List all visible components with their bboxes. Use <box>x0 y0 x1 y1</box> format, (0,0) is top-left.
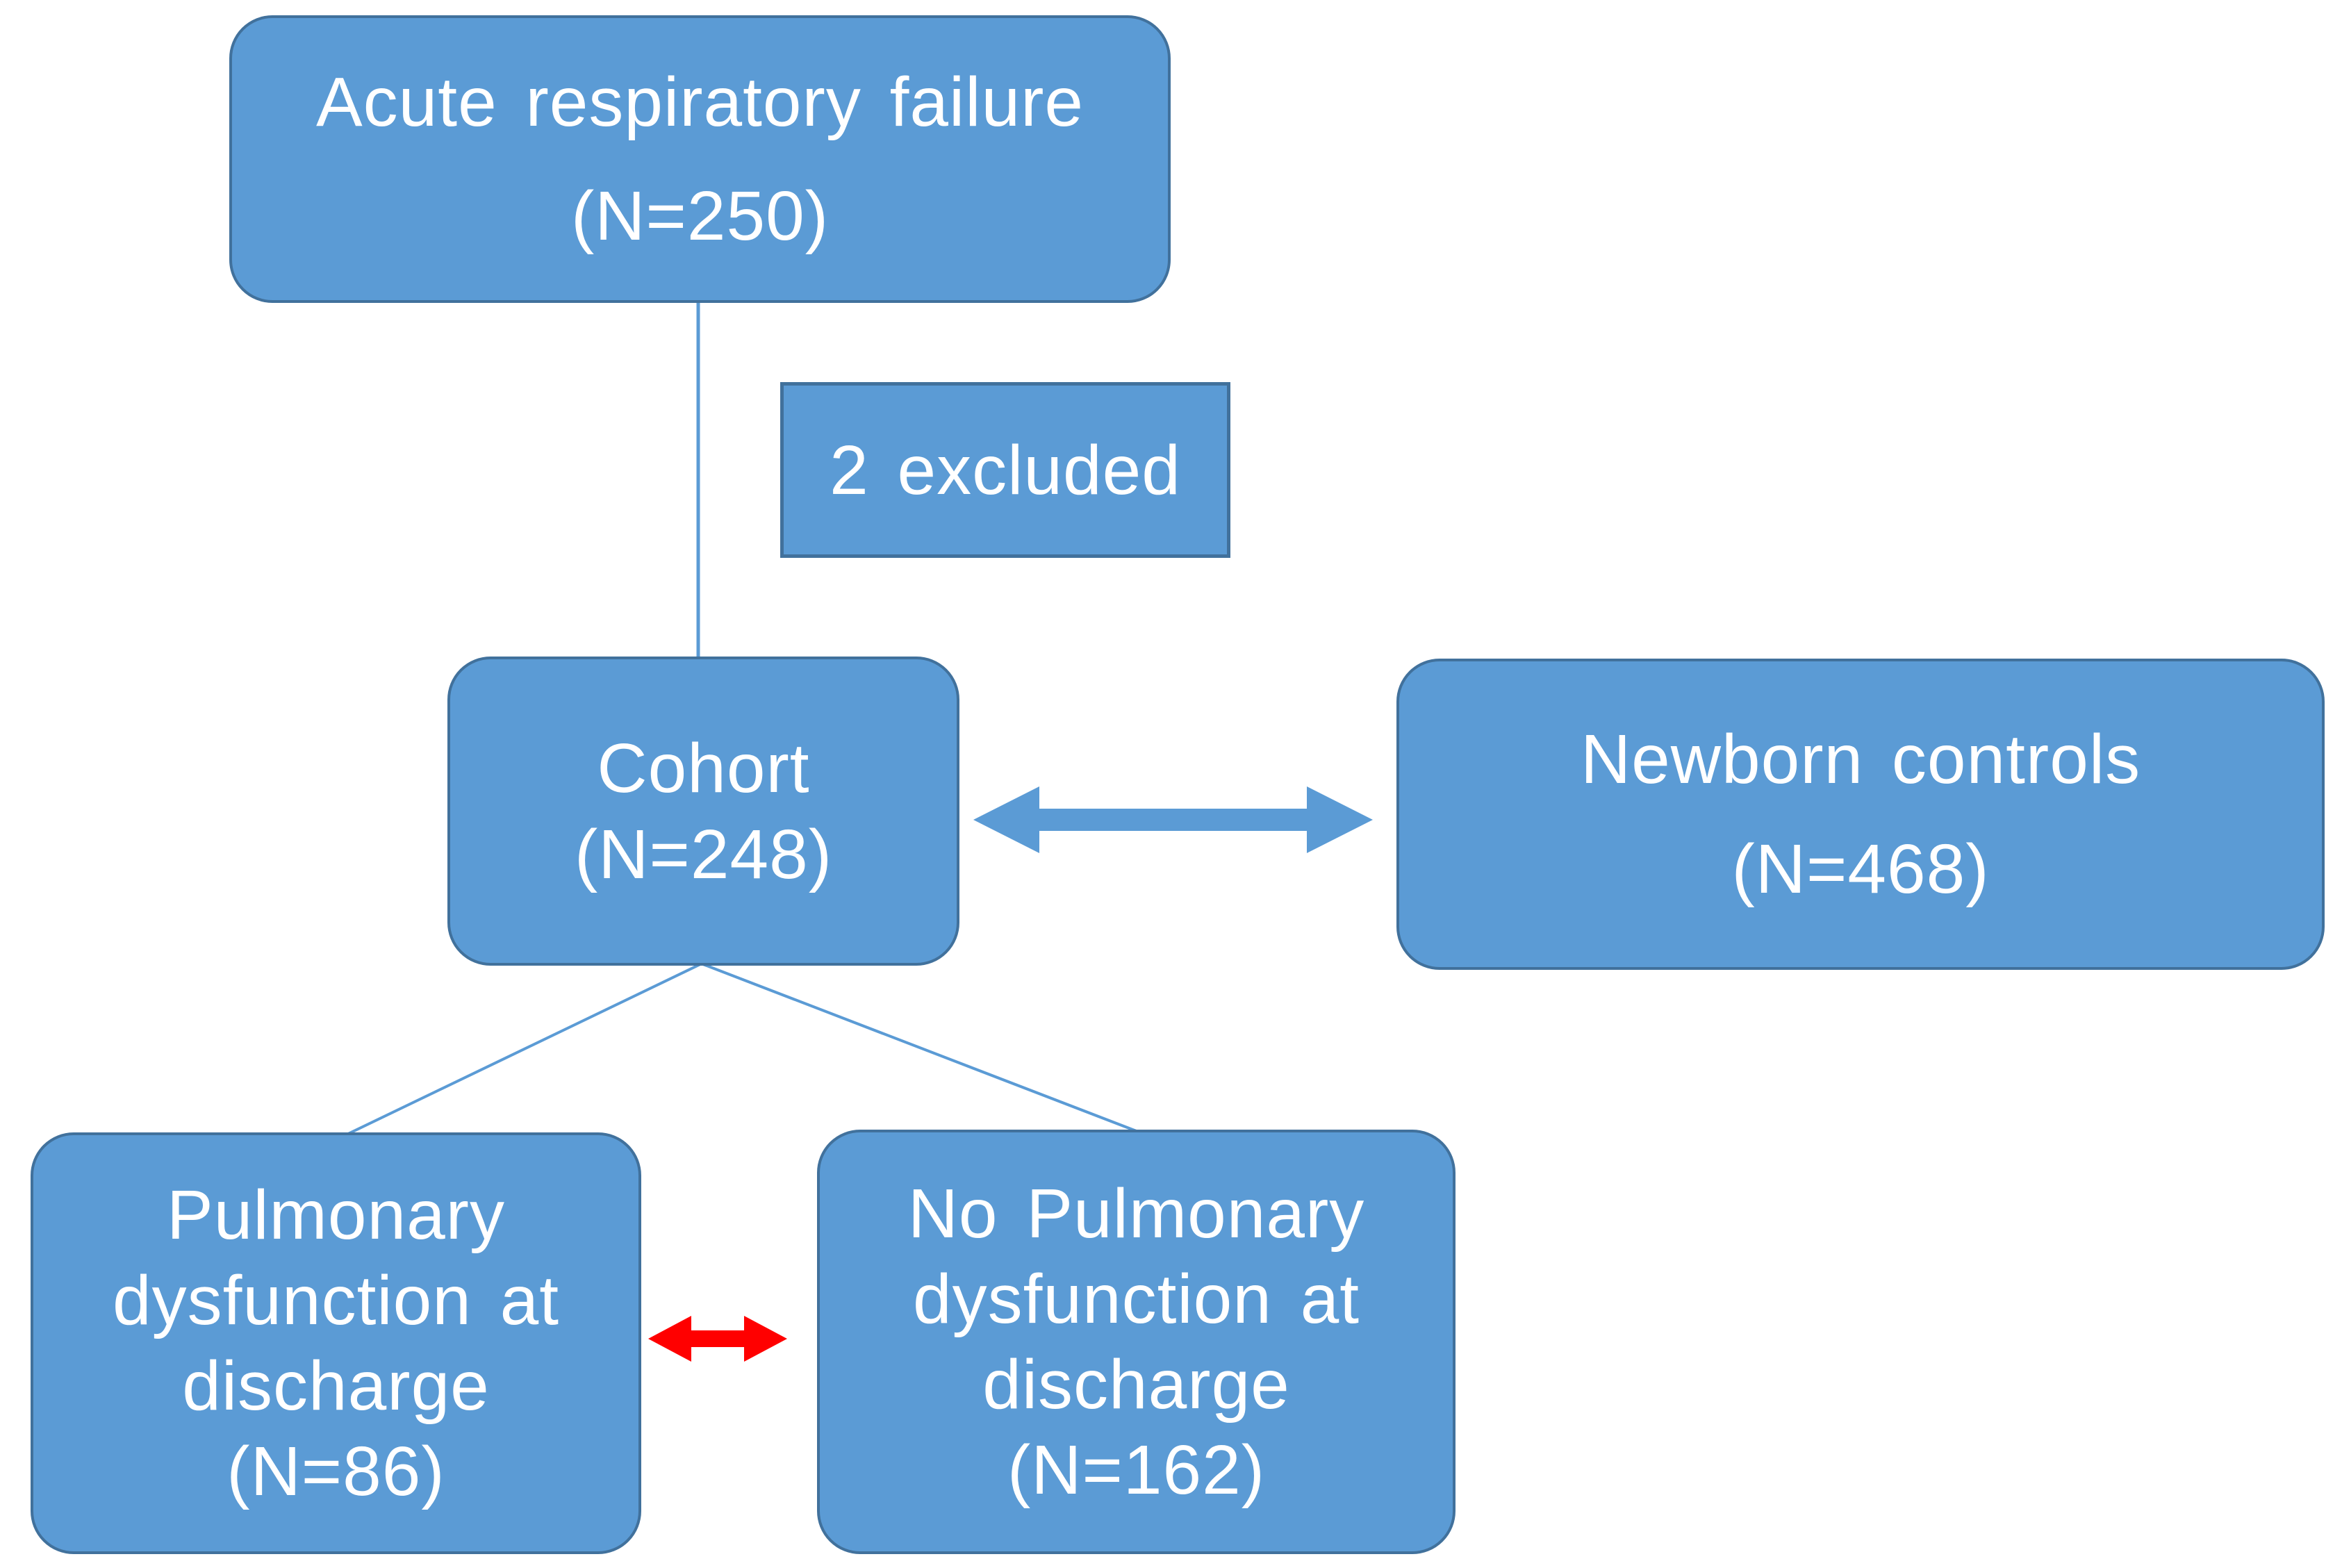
node-line: Acute respiratory failure <box>315 63 1084 141</box>
node-excluded: 2 excluded <box>780 382 1230 558</box>
node-pulmonary-dysfunction: Pulmonary dysfunction at discharge (N=86… <box>31 1132 641 1554</box>
connector-cohort-to-pulmonary <box>345 963 701 1137</box>
node-line: Newborn controls <box>1580 720 2141 798</box>
node-count: (N=250) <box>570 177 830 255</box>
node-acute-respiratory-failure: Acute respiratory failure (N=250) <box>229 15 1171 303</box>
connector-cohort-to-no-pulmonary <box>702 963 1144 1135</box>
node-line: discharge <box>982 1345 1290 1423</box>
node-line: Pulmonary <box>167 1175 505 1254</box>
node-no-pulmonary-dysfunction: No Pulmonary dysfunction at discharge (N… <box>817 1130 1455 1554</box>
red-double-arrow-icon <box>648 1316 787 1362</box>
node-count: (N=248) <box>574 815 833 893</box>
node-line: Cohort <box>597 729 810 807</box>
blue-double-arrow-icon <box>973 786 1373 853</box>
node-line: dysfunction at <box>112 1261 560 1339</box>
node-cohort: Cohort (N=248) <box>447 657 959 966</box>
node-count: (N=468) <box>1731 830 1990 908</box>
node-count: (N=86) <box>226 1432 445 1510</box>
node-count: (N=162) <box>1007 1430 1266 1509</box>
node-line: No Pulmonary <box>907 1174 1365 1253</box>
node-newborn-controls: Newborn controls (N=468) <box>1396 659 2325 970</box>
node-line: dysfunction at <box>912 1260 1360 1338</box>
node-line: 2 excluded <box>830 431 1181 509</box>
node-line: discharge <box>182 1346 490 1425</box>
